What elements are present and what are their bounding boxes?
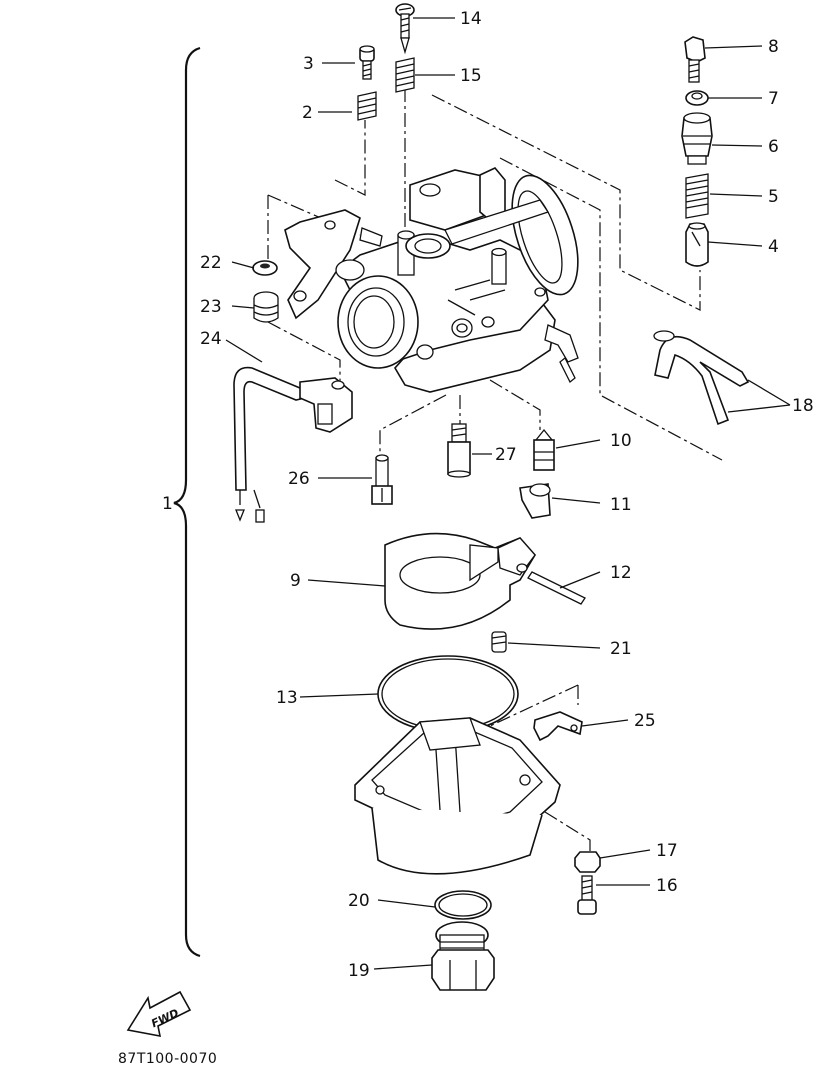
callout-15: 15 (460, 66, 482, 86)
callout-25: 25 (634, 711, 656, 731)
part-23-spring (253, 291, 279, 323)
part-12-pin (527, 571, 586, 605)
part-15-spring (395, 57, 415, 93)
part-4-plunger (685, 222, 709, 267)
callout-13: 13 (276, 688, 298, 708)
part-26-jet (371, 454, 393, 505)
assembly-bracket (173, 46, 201, 958)
part-11-clip (519, 483, 551, 519)
part-13-gasket (377, 655, 519, 733)
part-16-screw (577, 875, 597, 915)
callout-10: 10 (610, 431, 632, 451)
drawing-code: 87T100-0070 (118, 1051, 217, 1067)
callout-16: 16 (656, 876, 678, 896)
callout-9: 9 (290, 571, 301, 591)
part-25-clip (533, 711, 583, 742)
callout-27: 27 (495, 445, 517, 465)
part-19-drain-plug (431, 921, 495, 991)
carburetor-body (284, 167, 579, 393)
callout-labels: 14 15 3 2 8 7 6 5 4 18 22 23 24 1 26 27 … (162, 9, 814, 981)
part-20-o-ring (434, 890, 492, 920)
callout-23: 23 (200, 297, 222, 317)
part-21-screw (491, 631, 507, 653)
callout-22: 22 (200, 253, 222, 273)
part-6-housing (681, 112, 713, 165)
part-8-screw (684, 36, 706, 83)
part-10-needle-valve (533, 428, 555, 471)
callout-21: 21 (610, 639, 632, 659)
part-17-washer (574, 851, 601, 873)
part-5-spring (685, 173, 709, 219)
callout-2: 2 (302, 103, 313, 123)
part-27-jet (447, 423, 471, 478)
part-14-screw (395, 3, 415, 55)
float-bowl (354, 717, 561, 875)
callout-17: 17 (656, 841, 678, 861)
leader-lines (225, 17, 791, 970)
callout-19: 19 (348, 961, 370, 981)
callout-14: 14 (460, 9, 482, 29)
part-22-washer (252, 260, 278, 276)
part-9-float (384, 532, 536, 630)
callout-1: 1 (162, 494, 173, 514)
callout-18: 18 (792, 396, 814, 416)
callout-20: 20 (348, 891, 370, 911)
fwd-arrow: FWD (126, 990, 192, 1038)
callout-26: 26 (288, 469, 310, 489)
part-7-nut (685, 90, 709, 106)
part-18-hose (653, 330, 750, 426)
callout-5: 5 (768, 187, 779, 207)
callout-12: 12 (610, 563, 632, 583)
part-24-cable (233, 366, 353, 523)
callout-3: 3 (303, 54, 314, 74)
callout-11: 11 (610, 495, 632, 515)
callout-6: 6 (768, 137, 779, 157)
callout-8: 8 (768, 37, 779, 57)
callout-7: 7 (768, 89, 779, 109)
callout-24: 24 (200, 329, 222, 349)
callout-4: 4 (768, 237, 779, 257)
part-3-screw (359, 45, 375, 80)
part-2-spring (357, 91, 377, 121)
